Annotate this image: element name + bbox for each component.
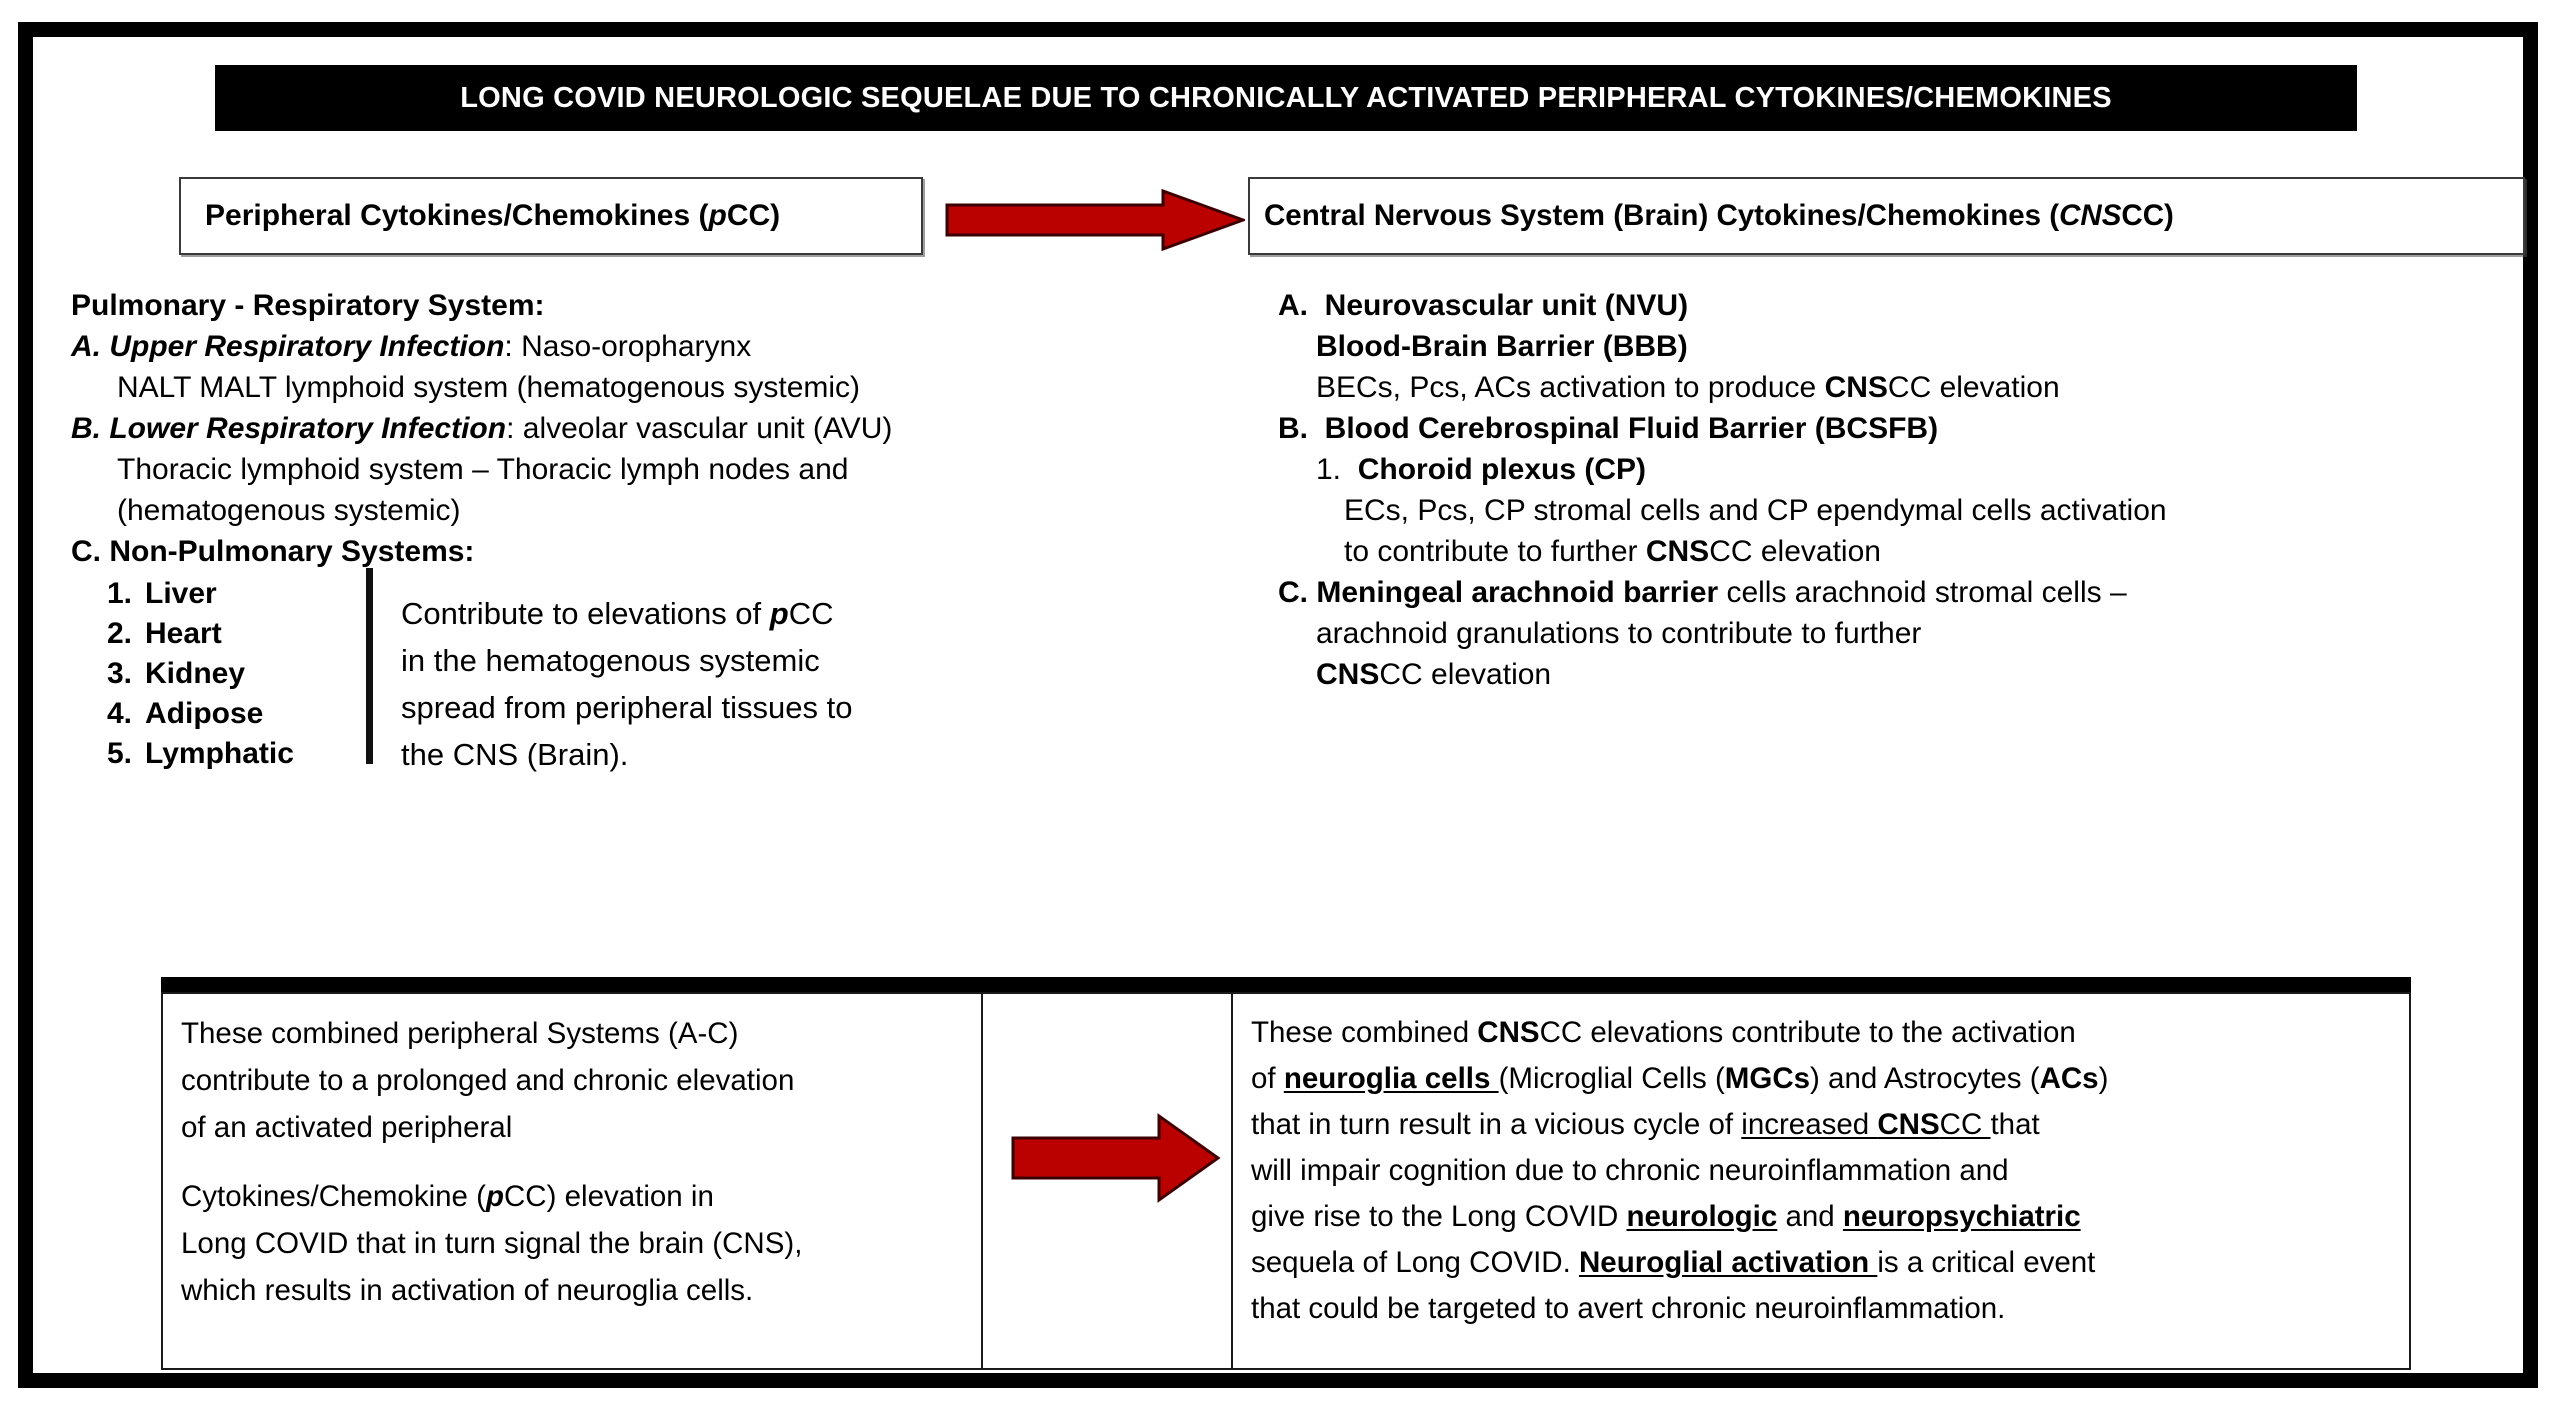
br-line-2: of neuroglia cells (Microglial Cells (MG… [1251,1062,2109,1095]
right-arrow-icon-bottom [1011,1112,1221,1204]
list-item: 2.Heart [107,617,222,650]
right-column: A. Neurovascular unit (NVU) Blood-Brain … [1278,285,2543,695]
right-item-c-cont1: arachnoid granulations to contribute to … [1316,617,1922,650]
right-item-c: C. Meningeal arachnoid barrier cells ara… [1278,576,2127,609]
right-item-c-cont2: CNSCC elevation [1316,658,1552,691]
left-item-a-cont: NALT MALT lymphoid system (hematogenous … [117,371,861,404]
list-item: 3.Kidney [107,657,246,690]
left-column: Pulmonary - Respiratory System: A. Upper… [71,285,1261,774]
right-item-b-detail2: to contribute to further CNSCC elevation [1344,535,1881,568]
br-line-6: sequela of Long COVID. Neuroglial activa… [1251,1246,2096,1279]
header-box-peripheral: Peripheral Cytokines/Chemokines (pCC) [179,177,923,255]
outer-frame: LONG COVID NEUROLOGIC SEQUELAE DUE TO CH… [18,22,2538,1388]
bl-line-2: contribute to a prolonged and chronic el… [181,1064,795,1097]
organ-note-line-2: in the hematogenous systemic [401,643,820,678]
bl-line-3: of an activated peripheral [181,1111,513,1144]
left-item-b: B. Lower Respiratory Infection: alveolar… [71,412,893,445]
bl-line-5: Long COVID that in turn signal the brain… [181,1227,803,1260]
right-arrow-icon-top [945,189,1245,251]
right-item-b: B. Blood Cerebrospinal Fluid Barrier (BC… [1278,412,1939,445]
left-heading: Pulmonary - Respiratory System: [71,289,545,322]
organ-block: 1.Liver 2.Heart 3.Kidney 4.Adipose 5.Lym… [71,568,1261,774]
conclusion-cell-arrow [983,994,1233,1368]
right-item-b-sub: 1. Choroid plexus (CP) [1316,453,1647,486]
header-left-text: Peripheral Cytokines/Chemokines (pCC) [205,199,781,232]
bl-line-4: Cytokines/Chemokine (pCC) elevation in [181,1180,714,1213]
br-line-3: that in turn result in a vicious cycle o… [1251,1108,2040,1141]
left-item-a: A. Upper Respiratory Infection: Naso-oro… [71,330,752,363]
right-item-a-detail: BECs, Pcs, ACs activation to produce CNS… [1316,371,2060,404]
br-line-1: These combined CNSCC elevations contribu… [1251,1016,2076,1049]
br-line-4: will impair cognition due to chronic neu… [1251,1154,2009,1187]
left-item-c: C. Non-Pulmonary Systems: [71,535,475,568]
left-item-b-cont1: Thoracic lymphoid system – Thoracic lymp… [117,453,849,486]
br-line-5: give rise to the Long COVID neurologic a… [1251,1200,2081,1233]
header-box-cns: Central Nervous System (Brain) Cytokines… [1248,177,2525,255]
organ-note-line-3: spread from peripheral tissues to [401,690,853,725]
header-right-text: Central Nervous System (Brain) Cytokines… [1264,199,2174,232]
section-divider-bar [161,977,2411,992]
organ-note-line-4: the CNS (Brain). [401,737,629,772]
list-item: 1.Liver [107,577,217,610]
bl-line-6: which results in activation of neuroglia… [181,1274,754,1307]
right-item-a-subtitle: Blood-Brain Barrier (BBB) [1316,330,1688,363]
bl-line-1: These combined peripheral Systems (A-C) [181,1017,739,1050]
organ-note: Contribute to elevations of pCC in the h… [401,590,1021,778]
br-line-7: that could be targeted to avert chronic … [1251,1292,2006,1325]
conclusion-cell-left: These combined peripheral Systems (A-C) … [163,994,983,1368]
left-item-b-cont2: (hematogenous systemic) [117,494,461,527]
organ-note-line-1: Contribute to elevations of pCC [401,596,834,631]
page-title: LONG COVID NEUROLOGIC SEQUELAE DUE TO CH… [215,65,2357,131]
right-item-a: A. Neurovascular unit (NVU) [1278,289,1689,322]
organ-list: 1.Liver 2.Heart 3.Kidney 4.Adipose 5.Lym… [107,574,357,774]
list-item: 4.Adipose [107,697,264,730]
list-item: 5.Lymphatic [107,737,294,770]
right-item-b-detail1: ECs, Pcs, CP stromal cells and CP ependy… [1344,494,2167,527]
vertical-divider [366,568,373,764]
frame-inner: LONG COVID NEUROLOGIC SEQUELAE DUE TO CH… [33,37,2525,1373]
conclusion-cell-right: These combined CNSCC elevations contribu… [1233,994,2409,1368]
conclusion-table: These combined peripheral Systems (A-C) … [161,992,2411,1370]
